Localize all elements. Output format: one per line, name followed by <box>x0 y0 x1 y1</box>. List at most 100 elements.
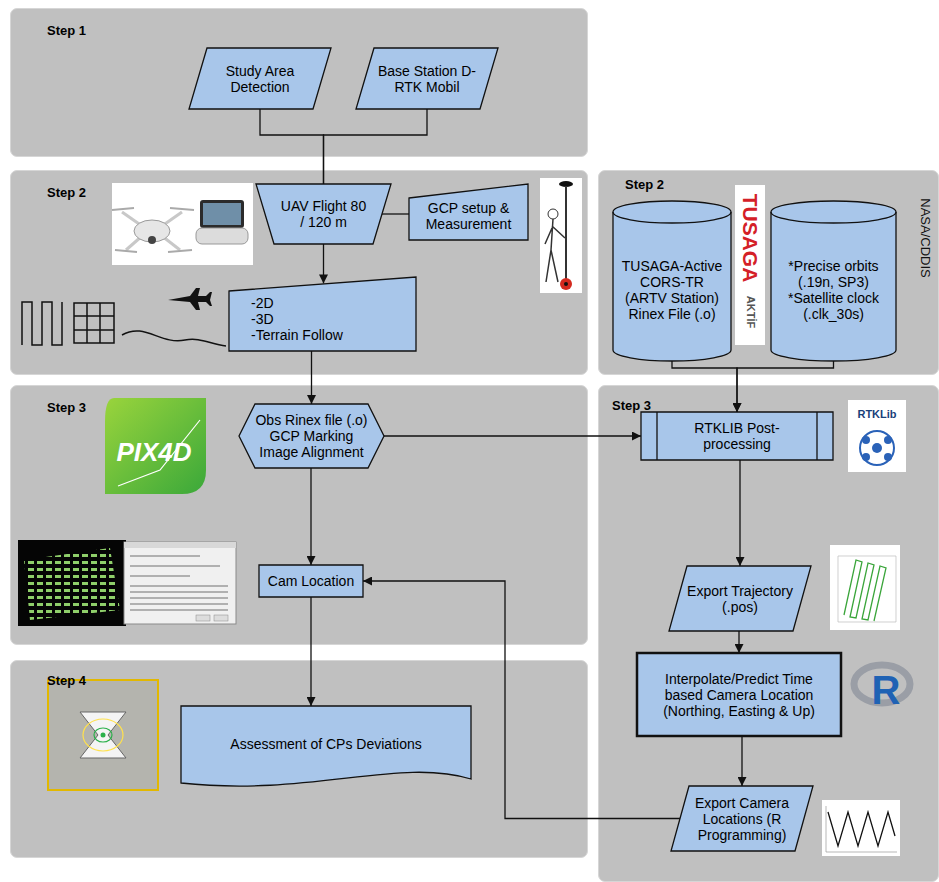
propeller <box>115 250 137 252</box>
predefined-process-box: RTKLIB Post-processing <box>641 412 833 460</box>
node-text: -Terrain Follow <box>251 327 401 343</box>
dialog-button <box>214 615 228 621</box>
marker-ring <box>83 719 123 751</box>
drone-photo <box>112 183 253 265</box>
logo-dot <box>862 453 870 461</box>
node-text: GCP setup & Measurement <box>416 200 521 232</box>
rtklib-logo <box>848 400 906 472</box>
flow-connector <box>323 244 324 283</box>
chart-ground <box>822 800 900 856</box>
gcp-center <box>564 282 568 286</box>
source-label: NASA/CDDIS <box>919 198 932 277</box>
propeller <box>112 208 134 210</box>
person-head <box>548 209 558 219</box>
cylinder-rim <box>613 212 731 223</box>
manual-input-box: -2D-3D-Terrain Follow <box>229 277 416 351</box>
node-text: UAV Flight 80 / 120 m <box>280 198 368 230</box>
flow-connector <box>382 213 409 214</box>
propeller <box>170 208 194 210</box>
node-text: GCP Marking <box>250 428 374 444</box>
camera-positions <box>24 548 120 620</box>
cylinder-rim <box>771 212 896 223</box>
trajectory-chart <box>830 545 900 630</box>
shape-path <box>613 201 731 361</box>
shape-path <box>771 201 896 361</box>
process-box: Cam Location <box>259 565 363 597</box>
panel-heading: Step 3 <box>47 400 86 415</box>
flow-connector <box>310 597 311 706</box>
photo-ground <box>48 680 158 790</box>
document-shape: Assessment of CPs Deviations <box>181 706 471 791</box>
shape-path <box>641 412 833 460</box>
dialog-rows <box>130 556 228 610</box>
flow-connector <box>741 736 742 786</box>
panel-heading: Step 4 <box>47 673 86 688</box>
logo-dot <box>884 453 892 461</box>
logo-text: R <box>872 670 901 710</box>
shape-path <box>409 184 528 240</box>
camera-height-line <box>828 812 895 846</box>
node-text: Study Area Detection <box>210 63 310 95</box>
node-text: Export Trajectory (.pos) <box>681 583 799 615</box>
photo-ground <box>112 183 253 265</box>
process-box: Interpolate/Predict Time based Camera Lo… <box>637 653 841 736</box>
dialog-window <box>124 542 236 624</box>
trajectory-line <box>844 560 886 621</box>
flight-trapezoid: UAV Flight 80 / 120 m <box>256 184 391 244</box>
data-parallelogram: Study Area Detection <box>189 48 331 109</box>
step-panel: Step 2 UAV Flight 80 / 120 m GCP setup & M… <box>10 170 588 375</box>
node-text: Export Camera Locations (R Programming) <box>684 795 800 843</box>
node-text: -3D <box>251 311 401 327</box>
flow-connector <box>311 351 312 405</box>
panel-heading: Step 2 <box>47 185 86 200</box>
logo-text: AKTİF <box>745 296 756 328</box>
database-cylinder: TUSAGA-Active CORS-TR (ARTV Station) Rin… <box>613 201 731 361</box>
node-text: *Precise orbits (.19n, SP3) <box>776 258 892 290</box>
chart-frame <box>838 556 896 622</box>
logo-dot <box>872 443 882 453</box>
person-body <box>545 219 565 282</box>
logo-text: RTKLib <box>857 409 896 420</box>
drone-camera <box>148 236 156 244</box>
target-photo <box>48 680 158 790</box>
shape-path <box>189 48 331 109</box>
manual-input-box: GCP setup & Measurement <box>409 184 528 240</box>
flow-connector <box>310 468 311 565</box>
panel-heading: Step 2 <box>625 177 664 192</box>
node-text: Assessment of CPs Deviations <box>191 736 461 752</box>
node-text: Image Alignment <box>250 444 374 460</box>
preparation-hexagon: Obs Rinex file (.o)GCP MarkingImage Alig… <box>239 404 384 468</box>
panel-heading: Step 3 <box>612 398 651 413</box>
pix4d-screenshot <box>18 540 236 626</box>
pix4d-logo <box>105 398 206 494</box>
logo-ring <box>860 431 894 465</box>
shape-path <box>671 786 813 851</box>
survey-pole <box>565 186 567 282</box>
shape-path <box>637 653 841 736</box>
flow-connector <box>739 460 740 566</box>
shape-path <box>256 184 391 244</box>
data-parallelogram: Base Station D-RTK Mobil <box>356 48 498 109</box>
step-panel: Step 2 TUSAGA-Active CORS-TR (ARTV Statio… <box>598 170 939 375</box>
dialog-titlebar <box>124 542 236 548</box>
tablet <box>200 200 244 228</box>
dialog-button <box>196 615 210 621</box>
marker-center <box>101 733 106 738</box>
shape-path <box>229 277 416 351</box>
node-text: Obs Rinex file (.o) <box>250 412 374 428</box>
node-text: Interpolate/Predict Time based Camera Lo… <box>645 671 833 719</box>
shape-path <box>181 706 471 786</box>
photo-ground <box>540 178 582 293</box>
node-text: Cam Location <box>262 573 360 589</box>
data-parallelogram: Export Trajectory (.pos) <box>669 566 811 631</box>
gcp-marker <box>80 712 126 758</box>
node-text: *Satellite clock (.clk_30s) <box>776 290 892 322</box>
tablet-screen <box>203 203 241 225</box>
node-text: TUSAGA-Active CORS-TR (ARTV Station) Rin… <box>618 258 726 322</box>
logo-text: PIX4D <box>116 439 191 465</box>
panel-heading: Step 1 <box>47 23 86 38</box>
shape-path <box>239 404 384 468</box>
marker-ring <box>94 728 112 742</box>
propeller <box>168 250 192 252</box>
data-parallelogram: Export Camera Locations (R Programming) <box>671 786 813 851</box>
